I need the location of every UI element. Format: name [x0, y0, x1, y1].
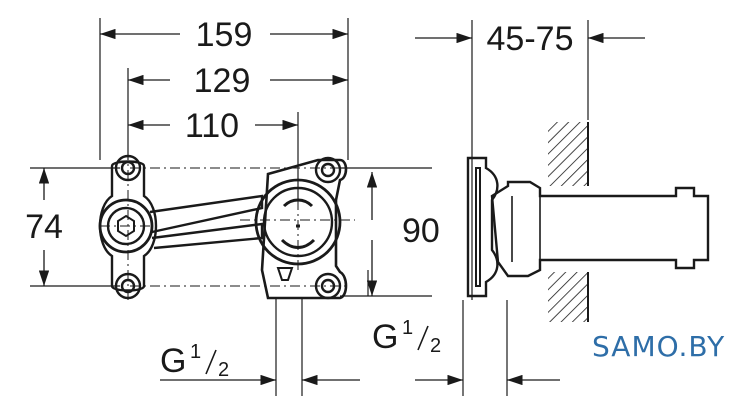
thread-bottom-numerator: 1: [190, 341, 201, 363]
dimension-129: 129: [194, 62, 251, 100]
thread-right-letter: G: [372, 318, 398, 356]
dimension-74: 74: [25, 208, 63, 246]
watermark: SAMO.BY: [592, 330, 726, 363]
dimension-159: 159: [196, 16, 253, 54]
thread-bottom-letter: G: [160, 342, 186, 380]
front-view: [30, 18, 432, 396]
thread-bottom-denominator: 2: [218, 359, 229, 381]
dimension-110: 110: [185, 107, 239, 145]
dimension-90: 90: [402, 212, 440, 250]
thread-right-numerator: 1: [402, 317, 413, 339]
thread-right-denominator: 2: [430, 335, 441, 357]
dimension-45-75: 45-75: [487, 20, 574, 58]
side-view: [415, 20, 710, 396]
